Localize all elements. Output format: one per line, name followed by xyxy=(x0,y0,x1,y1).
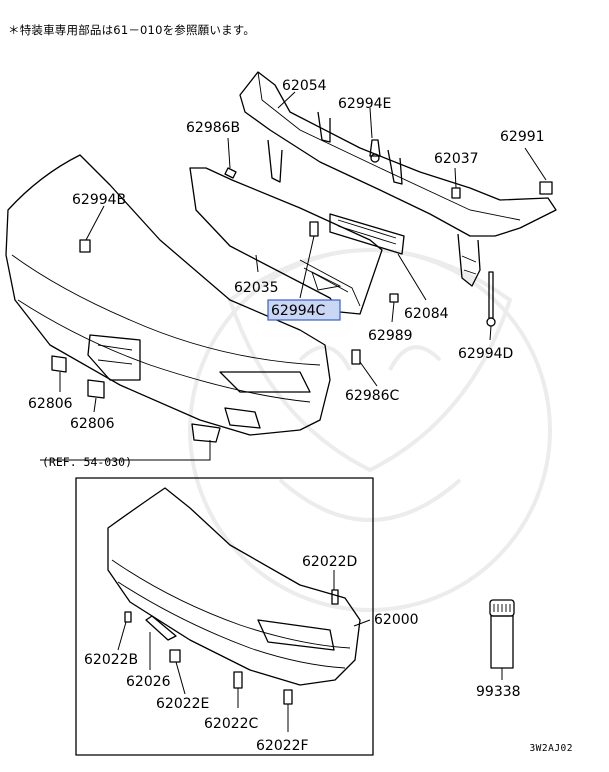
part-label[interactable]: 99338 xyxy=(476,684,521,700)
part-label-highlighted[interactable]: 62994C xyxy=(271,303,326,319)
highlight-62994c xyxy=(267,299,341,321)
part-label[interactable]: 62989 xyxy=(368,328,413,344)
paint-bottle xyxy=(489,599,515,669)
part-label[interactable]: 62806 xyxy=(70,416,115,432)
grille-panel xyxy=(189,167,383,315)
front-bumper-upper xyxy=(5,154,331,443)
part-label[interactable]: 62054 xyxy=(282,78,327,94)
part-label[interactable]: 62022B xyxy=(84,652,138,668)
part-label[interactable]: 62022F xyxy=(256,738,309,754)
header-note: ＊特装車専用部品は61－010を参照願います。 xyxy=(8,23,256,37)
part-label[interactable]: 62026 xyxy=(126,674,171,690)
watermark-emblem xyxy=(188,248,552,612)
part-label[interactable]: 62994E xyxy=(338,96,391,112)
bracket xyxy=(329,213,405,255)
diagram-code: 3W2AJ02 xyxy=(529,743,573,754)
part-label[interactable]: 62994B xyxy=(72,192,126,208)
part-label[interactable]: 62994D xyxy=(458,346,513,362)
part-label[interactable]: 62022D xyxy=(302,554,357,570)
leader-lines xyxy=(59,91,547,732)
part-label[interactable]: 62035 xyxy=(234,280,279,296)
fasteners-upper xyxy=(79,139,553,365)
part-label[interactable]: 62991 xyxy=(500,129,545,145)
part-label[interactable]: 62986B xyxy=(186,120,240,136)
reference-box xyxy=(75,477,374,756)
part-label[interactable]: 62037 xyxy=(434,151,479,167)
part-labels: 62054 62994E 62986B 62991 62037 62994B 6… xyxy=(28,78,545,754)
reference-label[interactable]: (REF. 54-030) xyxy=(42,455,132,469)
upper-support-bar xyxy=(239,71,557,287)
part-label[interactable]: 62986C xyxy=(345,388,400,404)
part-label[interactable]: 62022E xyxy=(156,696,209,712)
reference-leader xyxy=(40,440,211,461)
part-label[interactable]: 62084 xyxy=(404,306,449,322)
part-label[interactable]: 62000 xyxy=(374,612,419,628)
part-label[interactable]: 62806 xyxy=(28,396,73,412)
bumper-assembly xyxy=(107,487,361,705)
part-label[interactable]: 62022C xyxy=(204,716,259,732)
